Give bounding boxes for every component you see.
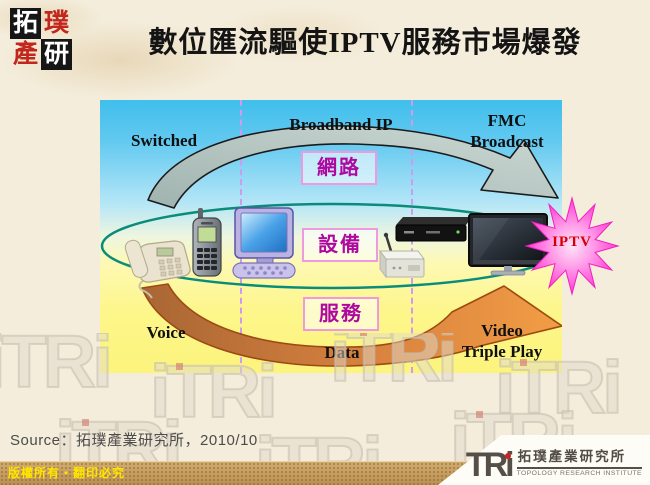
- copyright-notice: 版權所有‧翻印必究: [8, 466, 126, 480]
- watermark-dot: [82, 419, 89, 426]
- seal-char: 拓: [10, 8, 41, 39]
- wireless-router-icon: [379, 232, 425, 279]
- label-video-line1: Video: [481, 321, 523, 340]
- tri-logo-i-reddot: i: [505, 446, 515, 484]
- service-evolution-arrow: [141, 283, 562, 367]
- label-data: Data: [324, 343, 360, 362]
- seal-char: 產: [12, 41, 38, 68]
- desktop-computer-icon: [232, 207, 296, 279]
- label-fmc-line1: FMC: [487, 111, 527, 130]
- label-fmc-line2: Broadcast: [470, 132, 544, 151]
- seal-char: 研: [41, 39, 72, 70]
- source-note: Source：拓璞產業研究所，2010/10: [10, 432, 258, 449]
- layer-box-equipment: 設備: [302, 228, 378, 262]
- convergence-diagram: Switched Broadband IP FMC Broadcast Voic…: [100, 100, 562, 373]
- set-top-box-icon: [395, 217, 472, 242]
- corded-phone-icon: [124, 239, 191, 299]
- iptv-burst-label: IPTV: [552, 234, 592, 250]
- starburst-shape: [524, 196, 620, 296]
- label-video-line2: Triple Play: [461, 342, 543, 361]
- iptv-starburst: [524, 196, 620, 296]
- slide-title: 數位匯流驅使IPTV服務市場爆發: [148, 27, 582, 59]
- seal-char: 璞: [43, 10, 69, 37]
- org-name-chinese: 拓璞產業研究所: [516, 445, 642, 469]
- label-video-triple-play: Video Triple Play: [462, 320, 542, 362]
- tri-footer-logo: TRi 拓璞產業研究所 TOPOLOGY RESEARCH INSTITUTE: [465, 445, 642, 484]
- org-name-english: TOPOLOGY RESEARCH INSTITUTE: [516, 470, 642, 477]
- mobile-phone-icon: [192, 208, 222, 277]
- tri-corner-seal-logo: 拓 璞 產 研: [10, 8, 72, 70]
- equipment-ellipse: [100, 202, 562, 290]
- label-broadband-ip: Broadband IP: [289, 115, 393, 134]
- tri-logo-acronym: TRi: [465, 446, 515, 484]
- watermark-text: iTRi: [0, 333, 114, 403]
- label-fmc-broadcast: FMC Broadcast: [470, 110, 543, 152]
- layer-box-service: 服務: [303, 297, 379, 331]
- watermark-dot: [476, 411, 483, 418]
- layer-box-network: 網路: [301, 151, 377, 185]
- label-voice: Voice: [146, 323, 186, 342]
- label-switched: Switched: [130, 131, 198, 150]
- diagram-graphics: [100, 125, 562, 367]
- flat-screen-tv-icon: [468, 213, 548, 276]
- network-evolution-arrow: [147, 125, 559, 209]
